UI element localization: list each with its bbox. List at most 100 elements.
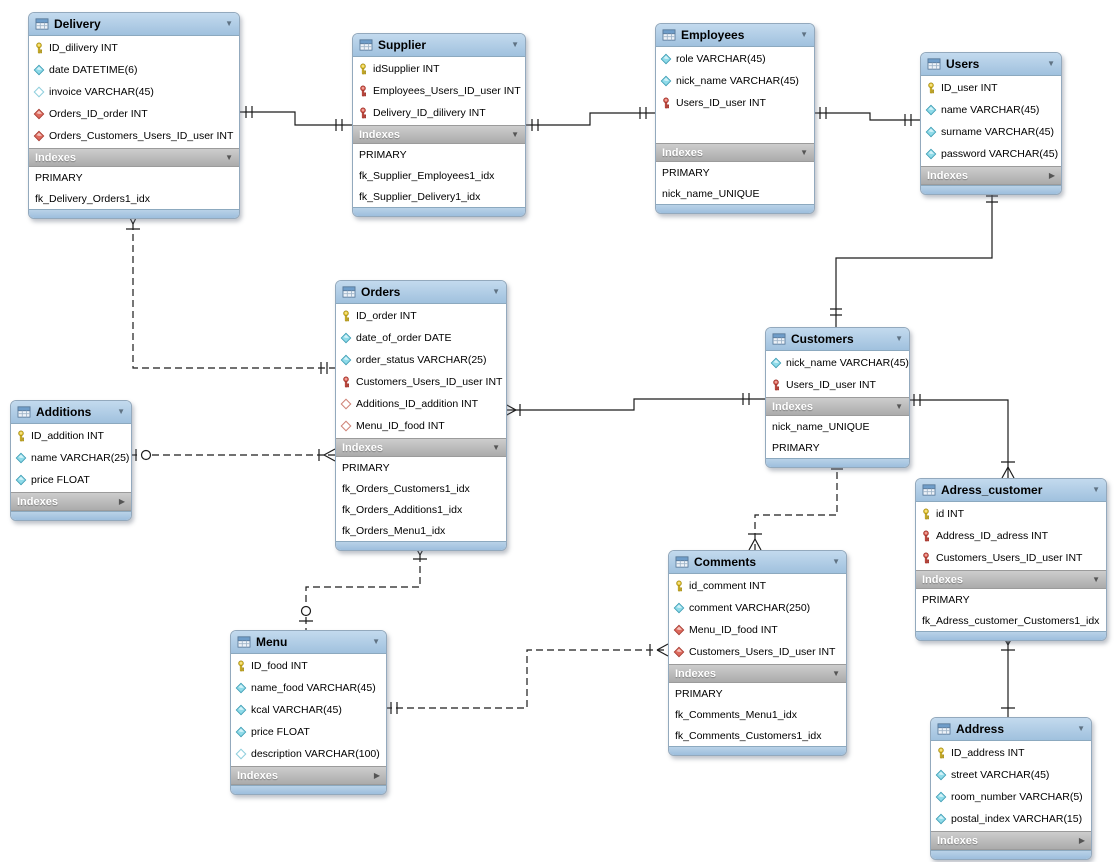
column-row[interactable]: id INT [916, 503, 1106, 525]
column-row[interactable]: name VARCHAR(25) [11, 447, 131, 469]
collapse-arrow-icon[interactable]: ▼ [1092, 485, 1100, 494]
column-row[interactable]: name VARCHAR(45) [921, 99, 1061, 121]
table-header[interactable]: Employees ▼ [656, 24, 814, 47]
column-row[interactable]: name_food VARCHAR(45) [231, 677, 386, 699]
collapse-arrow-icon[interactable]: ▼ [117, 407, 125, 416]
column-row[interactable]: role VARCHAR(45) [656, 48, 814, 70]
relationship-users-customers[interactable] [830, 188, 998, 327]
relationship-orders-menu[interactable] [299, 543, 427, 630]
column-row[interactable]: date_of_order DATE [336, 327, 506, 349]
indexes-arrow-icon[interactable]: ▶ [1048, 170, 1055, 180]
index-row[interactable]: PRIMARY [766, 437, 909, 458]
column-row[interactable]: Customers_Users_ID_user INT [916, 547, 1106, 569]
collapse-arrow-icon[interactable]: ▼ [372, 637, 380, 646]
table-header[interactable]: Users ▼ [921, 53, 1061, 76]
column-row[interactable]: invoice VARCHAR(45) [29, 81, 239, 103]
indexes-header[interactable]: Indexes ▼ [353, 125, 525, 144]
collapse-arrow-icon[interactable]: ▼ [895, 334, 903, 343]
indexes-header[interactable]: Indexes ▼ [916, 570, 1106, 589]
column-row[interactable]: Address_ID_adress INT [916, 525, 1106, 547]
index-row[interactable]: PRIMARY [353, 144, 525, 165]
column-row[interactable]: Menu_ID_food INT [336, 415, 506, 437]
collapse-arrow-icon[interactable]: ▼ [1077, 724, 1085, 733]
table-header[interactable]: Orders ▼ [336, 281, 506, 304]
table-customers[interactable]: Customers ▼ nick_name VARCHAR(45)Users_I… [765, 327, 910, 468]
column-row[interactable]: comment VARCHAR(250) [669, 597, 846, 619]
indexes-arrow-icon[interactable]: ▼ [1092, 574, 1100, 584]
index-row[interactable]: PRIMARY [656, 162, 814, 183]
index-row[interactable]: fk_Delivery_Orders1_idx [29, 188, 239, 209]
column-row[interactable]: Users_ID_user INT [656, 92, 814, 114]
index-row[interactable]: fk_Comments_Customers1_idx [669, 725, 846, 746]
indexes-arrow-icon[interactable]: ▼ [511, 129, 519, 139]
column-row[interactable]: nick_name VARCHAR(45) [766, 352, 909, 374]
column-row[interactable]: Delivery_ID_dilivery INT [353, 102, 525, 124]
column-row[interactable]: nick_name VARCHAR(45) [656, 70, 814, 92]
indexes-header[interactable]: Indexes ▶ [231, 766, 386, 785]
indexes-arrow-icon[interactable]: ▼ [492, 442, 500, 452]
relationship-delivery-supplier[interactable] [238, 106, 352, 131]
column-row[interactable]: id_comment INT [669, 575, 846, 597]
collapse-arrow-icon[interactable]: ▼ [225, 19, 233, 28]
relationship-employees-users[interactable] [813, 107, 920, 126]
column-row[interactable]: Additions_ID_addition INT [336, 393, 506, 415]
relationship-menu-comments[interactable] [385, 643, 669, 714]
column-row[interactable]: street VARCHAR(45) [931, 764, 1091, 786]
relationship-customers-adress-customer[interactable] [908, 394, 1015, 479]
column-row[interactable]: Orders_ID_order INT [29, 103, 239, 125]
collapse-arrow-icon[interactable]: ▼ [492, 287, 500, 296]
indexes-arrow-icon[interactable]: ▼ [832, 668, 840, 678]
column-row[interactable]: price FLOAT [11, 469, 131, 491]
column-row[interactable]: Customers_Users_ID_user INT [669, 641, 846, 663]
table-header[interactable]: Additions ▼ [11, 401, 131, 424]
index-row[interactable]: nick_name_UNIQUE [766, 416, 909, 437]
column-row[interactable]: Customers_Users_ID_user INT [336, 371, 506, 393]
table-header[interactable]: Menu ▼ [231, 631, 386, 654]
indexes-arrow-icon[interactable]: ▶ [373, 770, 380, 780]
collapse-arrow-icon[interactable]: ▼ [511, 40, 519, 49]
column-row[interactable]: idSupplier INT [353, 58, 525, 80]
table-header[interactable]: Supplier ▼ [353, 34, 525, 57]
column-row[interactable]: ID_dilivery INT [29, 37, 239, 59]
index-row[interactable]: fk_Supplier_Employees1_idx [353, 165, 525, 186]
column-row[interactable]: price FLOAT [231, 721, 386, 743]
indexes-header[interactable]: Indexes ▶ [921, 166, 1061, 185]
column-row[interactable]: Menu_ID_food INT [669, 619, 846, 641]
relationship-adress-customer-address[interactable] [1001, 633, 1015, 717]
indexes-arrow-icon[interactable]: ▶ [118, 496, 125, 506]
column-row[interactable]: ID_food INT [231, 655, 386, 677]
column-row[interactable]: ID_addition INT [11, 425, 131, 447]
column-row[interactable]: ID_order INT [336, 305, 506, 327]
column-row[interactable]: room_number VARCHAR(5) [931, 786, 1091, 808]
indexes-header[interactable]: Indexes ▼ [336, 438, 506, 457]
index-row[interactable]: nick_name_UNIQUE [656, 183, 814, 204]
index-row[interactable]: PRIMARY [916, 589, 1106, 610]
indexes-arrow-icon[interactable]: ▼ [895, 401, 903, 411]
index-row[interactable]: PRIMARY [29, 167, 239, 188]
relationship-additions-orders[interactable] [130, 448, 336, 462]
column-row[interactable]: description VARCHAR(100) [231, 743, 386, 765]
indexes-header[interactable]: Indexes ▼ [656, 143, 814, 162]
relationship-delivery-orders[interactable] [126, 211, 335, 374]
indexes-header[interactable]: Indexes ▼ [766, 397, 909, 416]
index-row[interactable]: fk_Supplier_Delivery1_idx [353, 186, 525, 207]
indexes-arrow-icon[interactable]: ▼ [800, 147, 808, 157]
relationship-orders-customers[interactable] [504, 393, 765, 417]
table-header[interactable]: Adress_customer ▼ [916, 479, 1106, 502]
table-header[interactable]: Comments ▼ [669, 551, 846, 574]
index-row[interactable]: fk_Orders_Additions1_idx [336, 499, 506, 520]
indexes-header[interactable]: Indexes ▶ [11, 492, 131, 511]
column-row[interactable]: password VARCHAR(45) [921, 143, 1061, 165]
index-row[interactable]: fk_Adress_customer_Customers1_idx [916, 610, 1106, 631]
table-header[interactable]: Address ▼ [931, 718, 1091, 741]
column-row[interactable]: date DATETIME(6) [29, 59, 239, 81]
index-row[interactable]: fk_Comments_Menu1_idx [669, 704, 846, 725]
